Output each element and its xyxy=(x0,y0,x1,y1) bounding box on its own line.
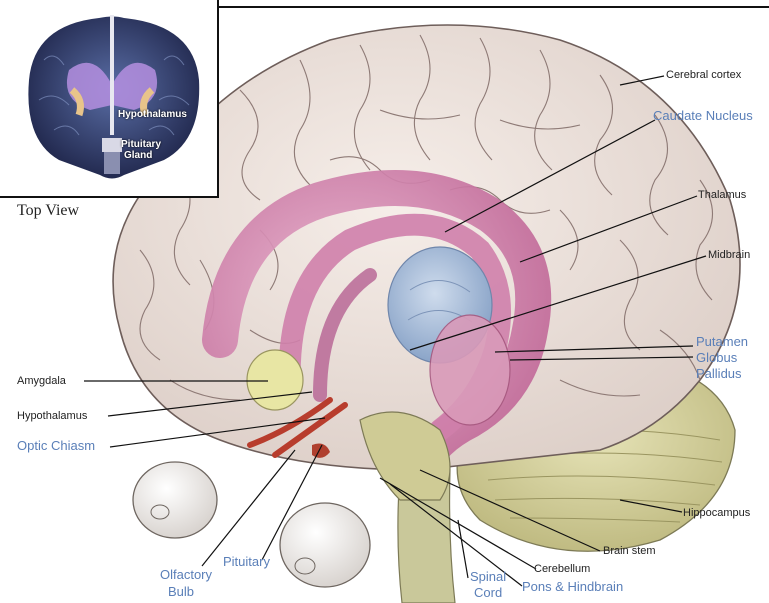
inset-pituitary-label-2: Gland xyxy=(124,151,152,161)
label-hippocampus: Hippocampus xyxy=(683,507,750,520)
label-cerebellum: Cerebellum xyxy=(534,563,590,576)
eye-left xyxy=(133,462,217,538)
label-brain-stem: Brain stem xyxy=(603,545,656,558)
eye-right xyxy=(280,503,370,587)
label-caudate-nucleus: Caudate Nucleus xyxy=(653,109,753,124)
label-midbrain: Midbrain xyxy=(708,249,750,262)
inset-brain-image xyxy=(14,10,210,190)
inset-caption: Top View xyxy=(17,202,79,220)
label-optic-chiasm: Optic Chiasm xyxy=(17,439,95,454)
label-globus: Globus xyxy=(696,351,737,366)
label-spinal: Spinal xyxy=(470,570,506,585)
label-cerebral-cortex: Cerebral cortex xyxy=(666,69,741,82)
inset-hypothalamus-label: Hypothalamus xyxy=(118,110,187,120)
label-hypothalamus: Hypothalamus xyxy=(17,410,87,423)
inset-pituitary-label-1: Pituitary xyxy=(121,140,161,150)
label-bulb: Bulb xyxy=(168,585,194,600)
frame-border-top xyxy=(217,6,769,8)
amygdala-shape xyxy=(247,350,303,410)
label-pons-hindbrain: Pons & Hindbrain xyxy=(522,580,623,595)
inset-panel: Hypothalamus Pituitary Gland xyxy=(0,0,219,198)
label-putamen: Putamen xyxy=(696,335,748,350)
label-amygdala: Amygdala xyxy=(17,375,66,388)
label-pituitary: Pituitary xyxy=(223,555,270,570)
label-olfactory: Olfactory xyxy=(160,568,212,583)
label-thalamus: Thalamus xyxy=(698,189,746,202)
label-pallidus: Pallidus xyxy=(696,367,742,382)
label-cord: Cord xyxy=(474,586,502,601)
